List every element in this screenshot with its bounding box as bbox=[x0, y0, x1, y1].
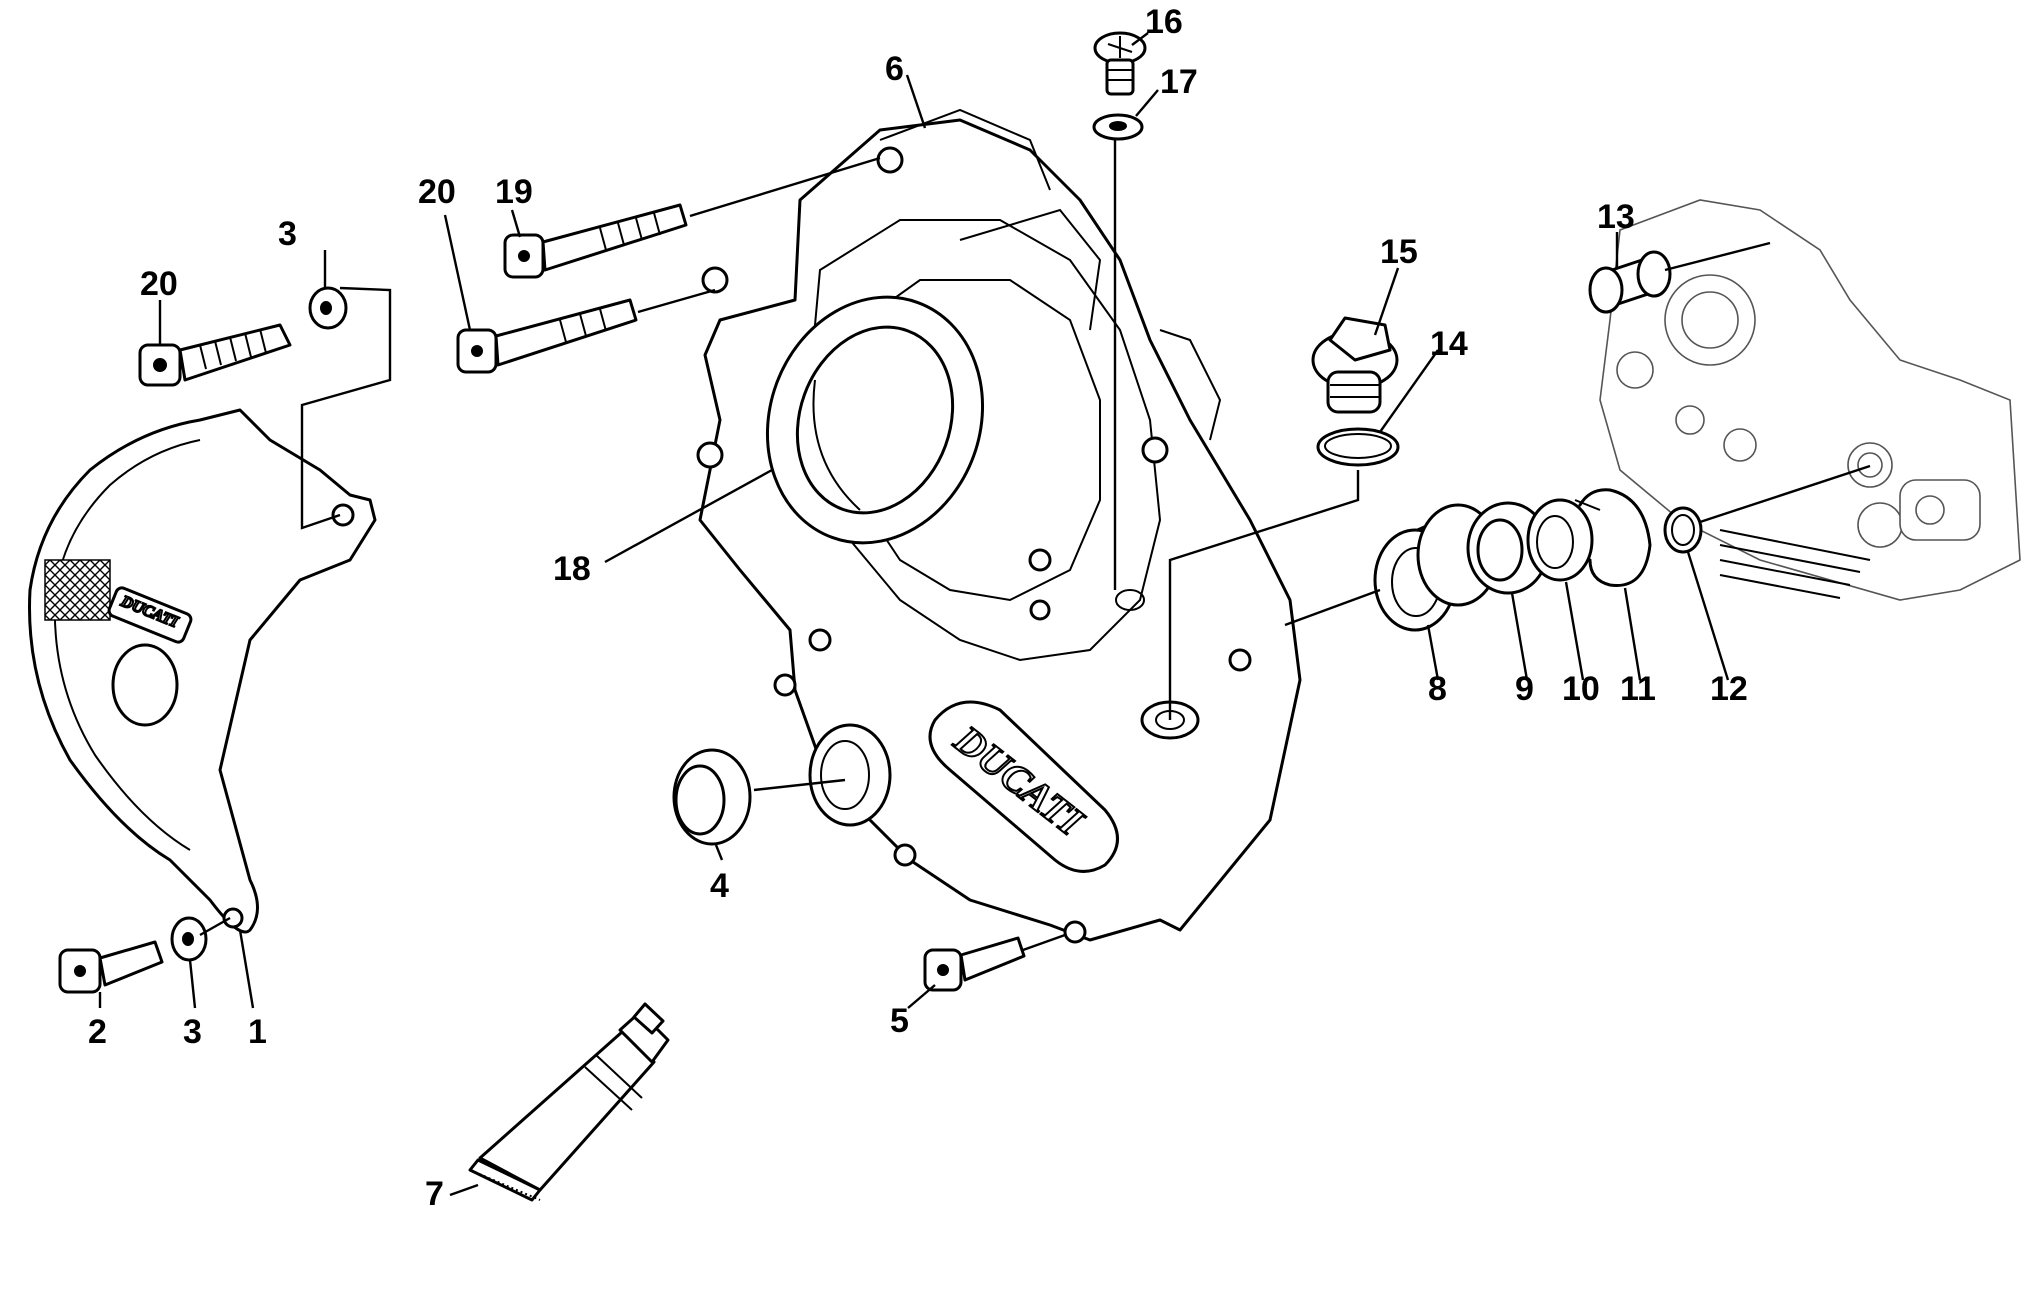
callout-pointers bbox=[98, 32, 1730, 1197]
seal-9 bbox=[1466, 501, 1550, 595]
callout-9: 9 bbox=[1515, 670, 1534, 708]
callout-20-left: 20 bbox=[140, 265, 178, 303]
callout-3-top: 3 bbox=[278, 215, 297, 253]
screw-16 bbox=[1093, 31, 1147, 96]
main-gasket-seal bbox=[765, 295, 985, 545]
callout-20-middle: 20 bbox=[418, 173, 456, 211]
callout-14: 14 bbox=[1430, 325, 1468, 363]
bolt-20-middle bbox=[456, 298, 638, 374]
dowel-13 bbox=[1588, 250, 1672, 314]
clutch-cover: DUCATI bbox=[696, 108, 1302, 944]
washer-17 bbox=[1092, 113, 1144, 141]
callout-1: 1 bbox=[248, 1013, 267, 1051]
assembly-lines bbox=[199, 140, 1871, 952]
callout-18: 18 bbox=[553, 550, 591, 588]
o-ring-14 bbox=[1316, 427, 1400, 467]
callout-4: 4 bbox=[710, 867, 729, 905]
washer-3-bottom bbox=[170, 916, 208, 962]
callout-13: 13 bbox=[1597, 198, 1635, 236]
callout-19: 19 bbox=[495, 173, 533, 211]
bolt-5 bbox=[923, 936, 1026, 992]
callout-16: 16 bbox=[1145, 3, 1183, 41]
oil-seal-4 bbox=[672, 748, 752, 846]
callout-5: 5 bbox=[890, 1002, 909, 1040]
callout-2: 2 bbox=[88, 1013, 107, 1051]
callout-8: 8 bbox=[1428, 670, 1447, 708]
callout-15: 15 bbox=[1380, 233, 1418, 271]
sealant-tube bbox=[468, 1002, 670, 1202]
bolt-19 bbox=[503, 203, 688, 279]
washer-10 bbox=[1526, 498, 1594, 582]
callout-17: 17 bbox=[1160, 63, 1198, 101]
sprocket-cover: DUCATI bbox=[28, 408, 377, 934]
engine-crankcase bbox=[1599, 199, 2021, 601]
callout-7: 7 bbox=[425, 1175, 444, 1213]
callout-3-bottom: 3 bbox=[183, 1013, 202, 1051]
grille-icon bbox=[44, 559, 111, 621]
callout-11: 11 bbox=[1620, 670, 1656, 708]
callout-6: 6 bbox=[885, 50, 904, 88]
callout-10: 10 bbox=[1562, 670, 1600, 708]
o-ring-12 bbox=[1663, 506, 1703, 554]
bolt-2 bbox=[58, 940, 164, 994]
circlip-11 bbox=[1574, 488, 1652, 587]
filler-plug-15 bbox=[1311, 316, 1399, 414]
bolt-20-left bbox=[138, 323, 292, 387]
callout-labels: 1 2 3 3 4 5 6 7 8 9 10 11 12 13 14 15 16… bbox=[88, 3, 1748, 1213]
washer-3-top bbox=[308, 286, 348, 330]
callout-12: 12 bbox=[1710, 670, 1748, 708]
